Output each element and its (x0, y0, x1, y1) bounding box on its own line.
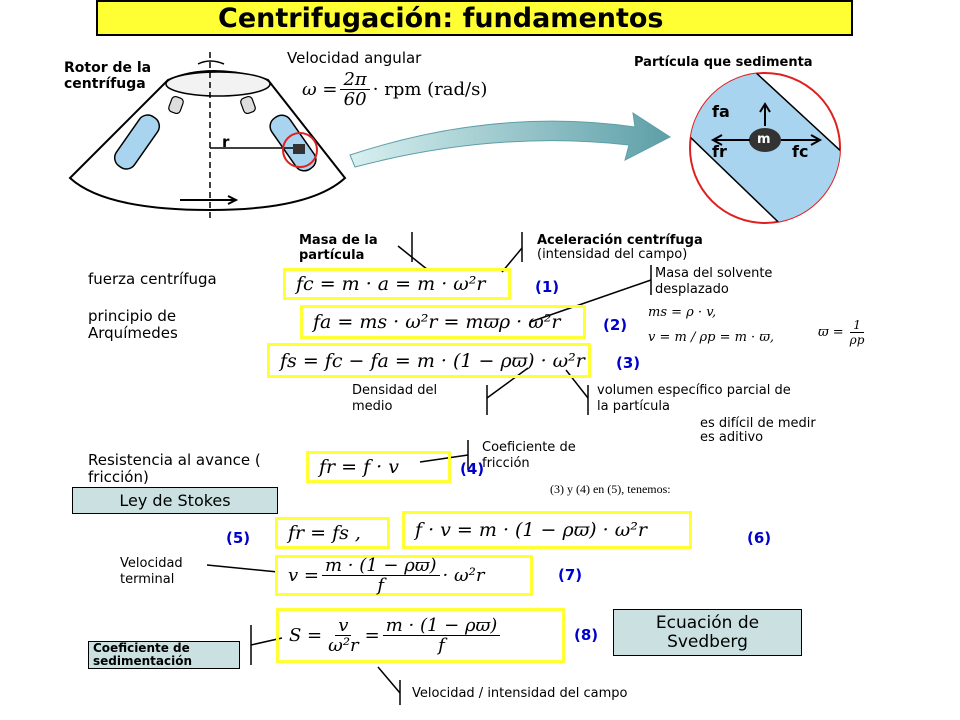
eq8-den1: ω²r (328, 635, 359, 656)
equation-4: fr = f · v (306, 451, 451, 483)
rotor-r-label: r (222, 133, 230, 151)
ecuacion-svedberg-box: Ecuación de Svedberg (613, 609, 802, 656)
particle-diagram (689, 72, 841, 224)
equation-6: f · v = m · (1 − ρϖ) · ω²r (402, 511, 692, 549)
vel-intensidad-label: Velocidad / intensidad del campo (412, 686, 628, 701)
eq8-num2: m · (1 − ρϖ) (382, 616, 501, 636)
varpi-num: 1 (850, 318, 864, 333)
intensidad-campo-label: (intensidad del campo) (537, 247, 688, 262)
coef-friccion-label: Coeficiente de fricción (482, 440, 576, 471)
mass-m-label: m (757, 132, 771, 147)
fuerza-centrifuga-label: fuerza centrífuga (88, 270, 217, 288)
omega-equation: ω = 2π 60 · rpm (rad/s) (302, 70, 487, 109)
aceleracion-label: Aceleración centrífuga (537, 233, 703, 248)
equation-8: S = v ω²r = m · (1 − ρϖ) f (276, 608, 565, 663)
varpi-equation: ϖ = 1 ρp (818, 318, 870, 347)
transition-arrow (349, 111, 671, 168)
varpi-den: ρp (849, 333, 865, 347)
varpi-left: ϖ = (818, 325, 844, 340)
eq7-left: v = (288, 565, 319, 586)
eq-number-1: (1) (535, 278, 560, 296)
eq-number-3: (3) (616, 354, 641, 372)
velocidad-angular-label: Velocidad angular (287, 49, 422, 67)
rotor-illustration (68, 52, 347, 218)
fr-label: fr (712, 142, 727, 161)
eq-number-8: (8) (574, 626, 599, 644)
eq-number-2: (2) (603, 316, 628, 334)
volumen-especifico-label: volumen específico parcial de la partícu… (597, 383, 791, 414)
eq8-fraction-1: v ω²r (325, 616, 362, 655)
omega-num: 2π (340, 70, 370, 90)
rotor-label: Rotor de la centrífuga (64, 60, 152, 92)
eq8-fraction-2: m · (1 − ρϖ) f (382, 616, 501, 656)
equation-2: fa = ms · ω²r = mϖρ · ω²r (300, 305, 586, 339)
eq-number-6: (6) (747, 529, 772, 547)
equation-3: fs = fc − fa = m · (1 − ρϖ) · ω²r (267, 343, 591, 378)
v-equation: v = m / ρp = m · ϖ, (648, 330, 775, 345)
ms-equation: ms = ρ · v, (648, 305, 717, 320)
eq8-mid: = (364, 625, 380, 646)
equation-7: v = m · (1 − ρϖ) f · ω²r (275, 555, 533, 596)
sustituyendo-text: (3) y (4) en (5), tenemos: (550, 482, 671, 496)
masa-particula-label: Masa de la partícula (299, 233, 378, 263)
eq8-num1: v (335, 616, 352, 636)
eq7-right: · ω²r (442, 565, 485, 586)
omega-den: 60 (343, 89, 367, 110)
omega-left: ω = (302, 79, 338, 100)
densidad-medio-label: Densidad del medio (352, 383, 438, 414)
omega-fraction: 2π 60 (340, 70, 370, 110)
eq8-left: S = (289, 625, 323, 646)
varpi-fraction: 1 ρp (847, 318, 868, 347)
equation-5: fr = fs , (275, 517, 390, 549)
ley-stokes-box: Ley de Stokes (72, 487, 278, 514)
fa-label: fa (712, 102, 730, 121)
es-aditivo-label: es aditivo (700, 430, 764, 445)
omega-right: · rpm (rad/s) (372, 79, 488, 100)
particula-label: Partícula que sedimenta (634, 55, 813, 70)
coef-sedimentacion-box: Coeficiente de sedimentación (88, 641, 240, 669)
eq-number-4: (4) (460, 460, 485, 478)
fc-label: fc (792, 142, 809, 161)
velocidad-terminal-label: Velocidad terminal (120, 556, 183, 587)
eq7-fraction: m · (1 − ρϖ) f (321, 556, 440, 596)
eq-number-7: (7) (558, 566, 583, 584)
arquimedes-label: principio de Arquímedes (88, 307, 178, 342)
masa-solvente-label: Masa del solvente desplazado (655, 266, 773, 297)
title-bar: Centrifugación: fundamentos (96, 0, 853, 36)
eq7-num: m · (1 − ρϖ) (321, 556, 440, 576)
equation-1: fc = m · a = m · ω²r (283, 268, 511, 300)
eq8-den2: f (438, 635, 445, 656)
resistencia-label: Resistencia al avance ( fricción) (88, 451, 261, 486)
eq-number-5: (5) (226, 529, 251, 547)
dificil-medir-label: es difícil de medir (700, 416, 816, 431)
page-title: Centrifugación: fundamentos (218, 2, 664, 34)
eq7-den: f (377, 575, 385, 596)
